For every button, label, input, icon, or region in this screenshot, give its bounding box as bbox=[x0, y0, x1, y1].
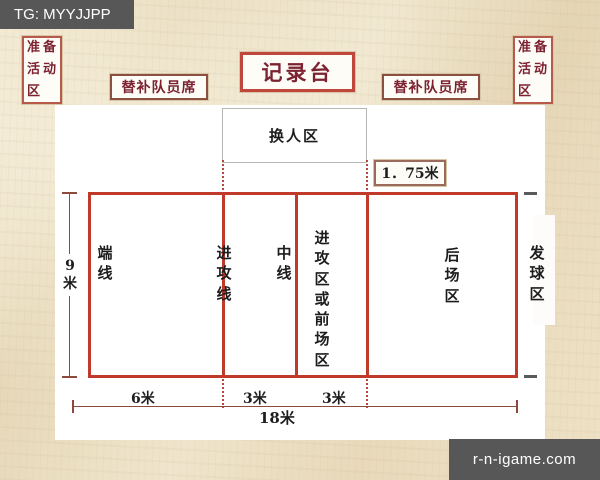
warmup-right-char-1: 准 bbox=[517, 40, 532, 55]
warmup-right-char-4: 备 bbox=[533, 40, 548, 55]
attack-line-right bbox=[366, 195, 369, 375]
dim-9m-char-2: 米 bbox=[63, 276, 77, 293]
label-serve-zone: 发 球 区 bbox=[528, 243, 546, 304]
warmup-right-char-2: 活 bbox=[517, 62, 532, 78]
dimension-label-3m-right: 3米 bbox=[322, 391, 346, 407]
serve-zone-panel-notch bbox=[533, 215, 555, 325]
warmup-zone-right-box: 准 活 区 备 动 bbox=[512, 35, 554, 105]
warmup-right-char-5: 动 bbox=[533, 62, 548, 78]
front-zone-char-2: 攻 bbox=[314, 249, 330, 268]
serve-zone-char-2: 球 bbox=[529, 264, 545, 283]
dimension-line-18m bbox=[72, 400, 518, 413]
watermark-bottom-right: r-n-igame.com bbox=[449, 439, 600, 480]
front-zone-char-1: 进 bbox=[314, 229, 330, 247]
back-zone-char-3: 区 bbox=[444, 286, 460, 305]
warmup-zone-left-column-2: 备 动 bbox=[43, 41, 57, 99]
dimension-cap-bottom bbox=[62, 376, 77, 378]
dimension-height-9m: 9 米 bbox=[58, 192, 82, 378]
warmup-zone-left-column-1: 准 活 区 bbox=[27, 41, 41, 99]
attack-line-left bbox=[222, 195, 225, 375]
label-center-line: 中 线 bbox=[275, 243, 293, 284]
label-front-zone: 进 攻 区 或 前 场 区 bbox=[313, 228, 331, 370]
label-end-line: 端 线 bbox=[96, 243, 114, 284]
back-zone-char-1: 后 bbox=[444, 246, 460, 264]
dimension-label-6m: 6米 bbox=[131, 391, 155, 407]
front-zone-char-3: 区 bbox=[314, 269, 330, 288]
dimension-18m-cap-left bbox=[72, 400, 74, 413]
front-zone-char-5: 前 bbox=[314, 310, 330, 328]
substitute-bench-left: 替补队员席 bbox=[109, 73, 209, 101]
dimension-label-18m: 18米 bbox=[255, 407, 299, 428]
label-back-zone: 后 场 区 bbox=[443, 245, 461, 306]
front-zone-char-4: 或 bbox=[314, 289, 330, 308]
end-line-char-1: 端 bbox=[97, 244, 113, 262]
back-zone-char-2: 场 bbox=[444, 266, 460, 285]
attack-line-char-1: 进 bbox=[216, 244, 232, 262]
warmup-left-char-5: 动 bbox=[42, 62, 57, 78]
center-line-char-1: 中 bbox=[276, 244, 292, 262]
attack-line-char-2: 攻 bbox=[216, 264, 232, 283]
serve-zone-char-3: 区 bbox=[529, 284, 545, 303]
warmup-zone-left-box: 准 活 区 备 动 bbox=[21, 35, 63, 105]
scorer-table-box: 记录台 bbox=[239, 51, 356, 93]
center-line-char-2: 线 bbox=[276, 264, 292, 283]
dimension-18m-cap-right bbox=[516, 400, 518, 413]
attack-line-guide-left-top bbox=[222, 160, 224, 194]
warmup-zone-right-column-1: 准 活 区 bbox=[518, 41, 532, 99]
measure-175m-box: 1．75米 bbox=[373, 159, 447, 187]
label-attack-line: 进 攻 线 bbox=[215, 243, 233, 304]
warmup-right-spacer bbox=[538, 85, 544, 99]
serve-zone-char-1: 发 bbox=[529, 244, 545, 262]
end-line-char-2: 线 bbox=[97, 264, 113, 283]
warmup-left-char-2: 活 bbox=[26, 62, 41, 78]
serve-zone-tick-bottom bbox=[524, 375, 537, 378]
front-zone-char-6: 场 bbox=[314, 330, 330, 349]
substitution-zone-box: 换人区 bbox=[222, 108, 367, 163]
front-zone-char-7: 区 bbox=[314, 350, 330, 369]
warmup-zone-right-column-2: 备 动 bbox=[534, 41, 548, 99]
court-boundary bbox=[88, 192, 518, 378]
dimension-label-9m: 9 米 bbox=[60, 254, 80, 297]
warmup-left-char-3: 区 bbox=[26, 84, 41, 100]
serve-zone-tick-top bbox=[524, 192, 537, 195]
warmup-left-spacer bbox=[47, 85, 53, 99]
attack-line-guide-right-top bbox=[366, 160, 368, 194]
dim-9m-char-1: 9 bbox=[65, 258, 75, 274]
attack-line-guide-left-bottom bbox=[222, 376, 224, 408]
attack-line-char-3: 线 bbox=[216, 284, 232, 303]
watermark-top-left: TG: MYYJJPP bbox=[0, 0, 134, 29]
attack-line-guide-right-bottom bbox=[366, 376, 368, 408]
substitute-bench-right: 替补队员席 bbox=[381, 73, 481, 101]
dimension-cap-top bbox=[62, 192, 77, 194]
center-line bbox=[295, 195, 298, 375]
warmup-left-char-1: 准 bbox=[26, 40, 41, 55]
warmup-left-char-4: 备 bbox=[42, 40, 57, 55]
warmup-right-char-3: 区 bbox=[517, 84, 532, 100]
dimension-label-3m-left: 3米 bbox=[243, 391, 267, 407]
